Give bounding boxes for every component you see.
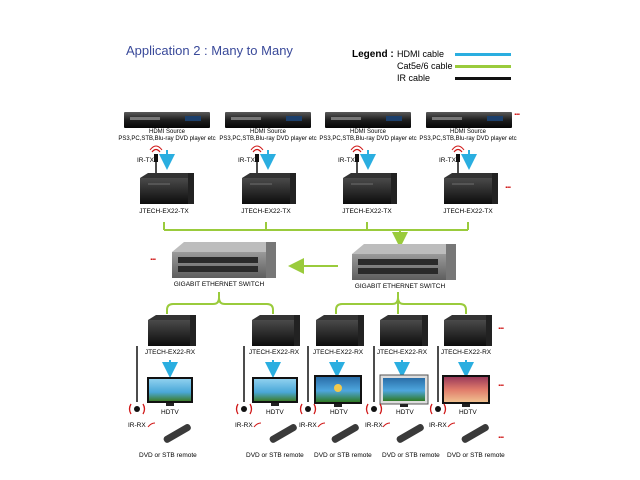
rx-label-3: JTECH-EX22-RX [312,349,364,356]
ir-tx-label-2: IR-TX [238,157,255,164]
hdtv-5 [442,375,490,407]
remote-4 [382,422,424,443]
tx-box-3 [343,173,397,204]
remote-label-3: DVD or STB remote [314,452,372,459]
ir-rx-eye-3 [299,403,317,415]
dvd-player-1 [124,112,210,128]
hdtv-label-4: HDTV [396,409,414,416]
switch-2 [352,244,456,280]
source-desc-3: PS3,PC,STB,Blu-ray DVD player etc [319,136,417,142]
source-desc-2: PS3,PC,STB,Blu-ray DVD player etc [219,136,317,142]
rx-label-2: JTECH-EX22-RX [248,349,300,356]
legend-label: Legend : [352,49,394,60]
tx-label-4: JTECH-EX22-TX [443,208,493,215]
dvd-player-2 [225,112,311,128]
hdtv-1 [147,377,193,406]
tx-box-4 [444,173,498,204]
switch-label-1: GIGABIT ETHERNET SWITCH [173,281,265,288]
legend-item-hdmi: HDMI cable [397,49,445,59]
hdtv-3 [314,375,362,407]
rx-box-3 [316,315,364,346]
legend-item-ir: IR cable [397,73,431,83]
ir-rx-label-1: IR-RX [128,422,146,429]
cat-bus-tx [163,222,469,248]
remote-label-1: DVD or STB remote [139,452,197,459]
hdtv-label-1: HDTV [161,409,179,416]
legend-item-cat: Cat5e/6 cable [397,61,453,71]
source-title-2: HDMI Source [249,129,286,135]
remote-label-2: DVD or STB remote [246,452,304,459]
dvd-player-4 [426,112,512,128]
ir-rx-eye-4 [365,403,383,415]
rx-box-4 [380,315,428,346]
rx-box-5 [444,315,492,346]
source-label-2: HDMI Source PS3,PC,STB,Blu-ray DVD playe… [218,129,318,143]
source-label-4: HDMI Source PS3,PC,STB,Blu-ray DVD playe… [418,129,518,143]
more-marker-rx: ... [498,321,504,332]
remote-1 [147,422,191,443]
ir-rx-label-2: IR-RX [235,422,253,429]
legend-line-hdmi [455,53,511,56]
source-title-1: HDMI Source [148,129,185,135]
ir-rx-eye-1 [128,403,146,415]
hdtv-label-5: HDTV [459,409,477,416]
source-label-1: HDMI Source PS3,PC,STB,Blu-ray DVD playe… [117,129,217,143]
legend-line-ir [455,77,511,80]
rx-label-1: JTECH-EX22-RX [144,349,196,356]
switch-1 [172,242,276,278]
more-marker-tx: ... [505,180,511,191]
remote-3 [317,422,359,443]
tx-label-1: JTECH-EX22-TX [139,208,189,215]
ir-tx-label-3: IR-TX [338,157,355,164]
ir-tx-label-4: IR-TX [439,157,456,164]
more-marker-tv: ... [498,378,504,389]
hdtv-label-2: HDTV [266,409,284,416]
remote-label-5: DVD or STB remote [447,452,505,459]
hdtv-label-3: HDTV [330,409,348,416]
ir-rx-label-3: IR-RX [299,422,317,429]
more-marker-remote: ... [498,430,504,441]
rx-box-2 [252,315,300,346]
remote-label-4: DVD or STB remote [382,452,440,459]
ir-tx-emitter-2 [250,145,264,178]
dvd-player-3 [325,112,411,128]
remote-5 [447,422,489,443]
more-marker-switch: ... [150,252,156,263]
source-label-3: HDMI Source PS3,PC,STB,Blu-ray DVD playe… [318,129,418,143]
rx-box-1 [148,315,196,346]
ir-rx-label-5: IR-RX [429,422,447,429]
hdtv-2 [252,377,298,406]
ir-rx-eye-5 [429,403,447,415]
ir-rx-eye-2 [235,403,253,415]
diagram-title: Application 2 : Many to Many [126,43,293,58]
cat-bus-rx [166,292,467,314]
ir-rx-cables [136,346,439,402]
tx-box-1 [140,173,194,204]
switch-label-2: GIGABIT ETHERNET SWITCH [354,283,446,290]
source-title-3: HDMI Source [349,129,386,135]
ir-tx-label-1: IR-TX [137,157,154,164]
tx-label-2: JTECH-EX22-TX [241,208,291,215]
more-marker-sources: ... [514,107,520,118]
source-desc-4: PS3,PC,STB,Blu-ray DVD player etc [419,136,517,142]
rx-label-5: JTECH-EX22-RX [440,349,492,356]
ir-rx-label-4: IR-RX [365,422,383,429]
rx-label-4: JTECH-EX22-RX [376,349,428,356]
legend-line-cat [455,65,511,68]
remote-2 [253,422,297,443]
source-title-4: HDMI Source [449,129,486,135]
tx-box-2 [242,173,296,204]
tx-label-3: JTECH-EX22-TX [342,208,392,215]
hdtv-4 [379,374,429,407]
source-desc-1: PS3,PC,STB,Blu-ray DVD player etc [118,136,216,142]
